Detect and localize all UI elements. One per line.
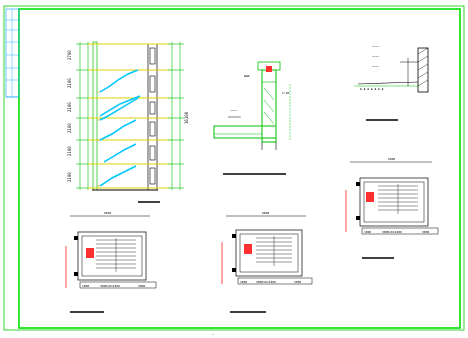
footing-detail: ──── ──── ──── ▪ ▪ ▪ ▪ ▪ ▪ ▪ [354, 45, 429, 93]
plan-2-dim-b: 3000x8=2400 [256, 280, 276, 284]
svg-text:▪ ▪ ▪ ▪ ▪ ▪ ▪: ▪ ▪ ▪ ▪ ▪ ▪ ▪ [360, 87, 384, 91]
plan-1-width: 6600 [104, 211, 111, 215]
section-dim-3: 2100 [67, 102, 72, 112]
title-strip-grid [6, 9, 19, 97]
svg-text:────: ──── [371, 45, 379, 49]
detail-note: 1:20 [282, 91, 289, 95]
section-dim-5: 2100 [67, 146, 72, 156]
stair-plan-1: 6600 1800 3000x8=2400 3000 [65, 211, 157, 289]
stair-plan-2: 6600 1800 3000x8=2400 3000 [221, 211, 313, 285]
title-strip [5, 8, 20, 98]
plan-1-dim-c: 3000 [138, 284, 145, 288]
svg-text:────: ──── [371, 65, 379, 69]
section-dim-1: 2700 [67, 50, 72, 60]
section-dim-4: 2100 [67, 123, 72, 133]
outer-frame [3, 5, 465, 331]
plan-1-dim-a: 1800 [82, 284, 89, 288]
svg-text:═══════: ═══════ [227, 115, 241, 119]
section-dim-6: 2100 [67, 172, 72, 182]
plan-2-width: 6600 [262, 211, 269, 215]
svg-text:────: ──── [371, 55, 379, 59]
stair-section: 2700 2100 2100 2100 2100 2100 [67, 41, 189, 191]
plan-3-dim-b: 3000x8=2400 [382, 230, 402, 234]
plan-3-dim-a: 1800 [364, 230, 371, 234]
svg-text:────: ──── [229, 109, 237, 113]
section-dim-2: 2100 [67, 78, 72, 88]
wall-detail: ▬▬▬ ──── ═══════ 1:20 [213, 61, 291, 150]
stair-plan-3: 6600 1800 3000x8=2400 3000 [345, 157, 439, 235]
svg-text:─: ─ [211, 333, 214, 337]
plan-2-dim-c: 3000 [294, 280, 301, 284]
section-total-dim: 16100 [184, 111, 189, 124]
inner-frame [18, 8, 461, 329]
plan-1-dim-b: 3000x8=2400 [100, 284, 120, 288]
plan-3-width: 6600 [388, 157, 395, 161]
plan-2-dim-a: 1800 [240, 280, 247, 284]
detail-tag: ▬▬▬ [244, 74, 250, 78]
plan-3-dim-c: 3000 [422, 230, 429, 234]
